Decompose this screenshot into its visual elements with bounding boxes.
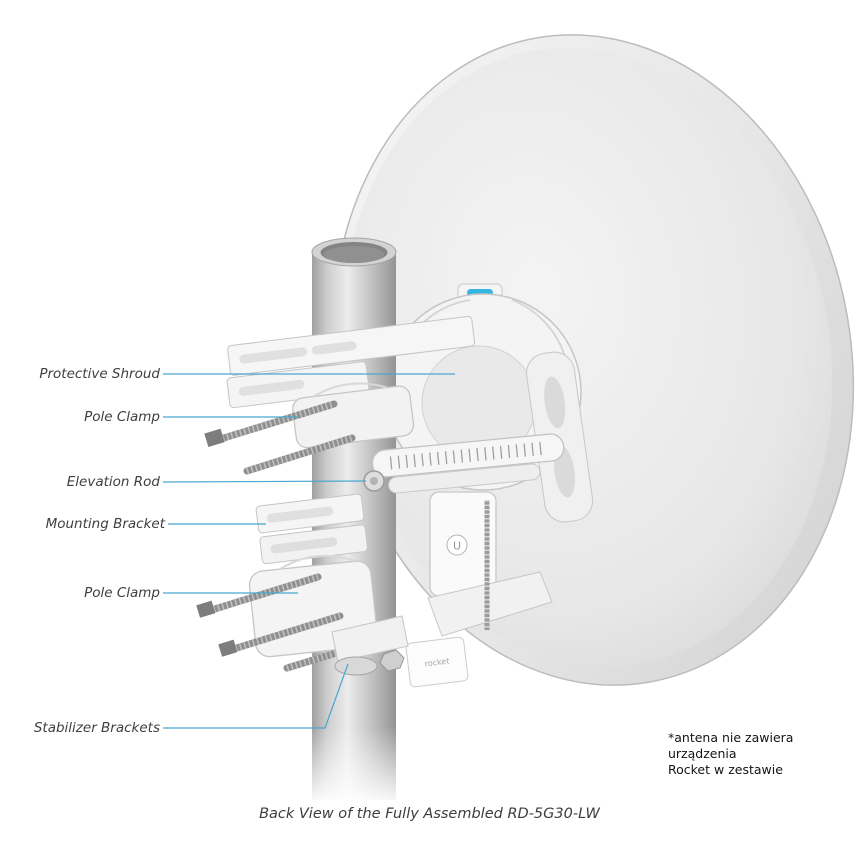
footnote: *antena nie zawiera urządzenia Rocket w … — [668, 730, 859, 778]
upper-pole-clamp — [292, 382, 415, 449]
elevation-bolt-center — [370, 477, 378, 485]
pole-fade — [304, 726, 404, 806]
lower-mount-arm — [427, 500, 553, 637]
hex-nut — [379, 649, 405, 672]
ubiquiti-logo-ring — [446, 534, 468, 556]
label-protective-shroud: Protective Shroud — [39, 366, 160, 382]
label-mounting-bracket: Mounting Bracket — [45, 516, 165, 532]
footnote-line-1: *antena nie zawiera urządzenia — [668, 730, 794, 761]
label-stabilizer-brackets: Stabilizer Brackets — [33, 720, 160, 736]
mounting-bracket-part — [255, 493, 369, 565]
device-label: rocket — [424, 657, 450, 669]
diagram-caption: Back View of the Fully Assembled RD-5G30… — [259, 806, 600, 822]
label-pole-clamp-upper: Pole Clamp — [84, 409, 160, 425]
label-pole-clamp-lower: Pole Clamp — [84, 585, 160, 601]
ubiquiti-logo: U — [453, 540, 461, 553]
upper-stabilizer-plate — [227, 315, 476, 376]
label-elevation-rod: Elevation Rod — [66, 474, 160, 490]
elevation-rod-assembly — [371, 433, 565, 494]
footnote-line-2: Rocket w zestawie — [668, 762, 783, 777]
leader-lines — [162, 373, 455, 729]
upper-clamp-bolts — [204, 400, 356, 475]
spare-part-box: rocket — [405, 636, 469, 688]
